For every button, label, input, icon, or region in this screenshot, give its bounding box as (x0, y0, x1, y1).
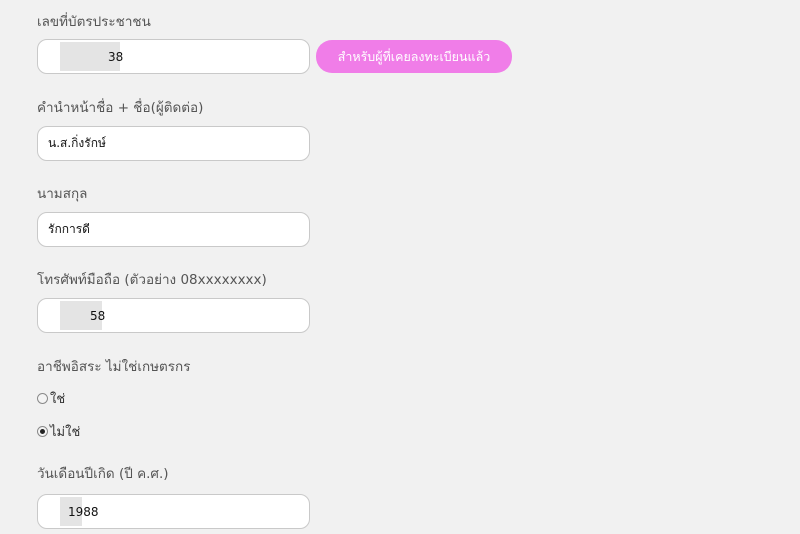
birth-date-label: วันเดือนปีเกิด (ปี ค.ศ.) (37, 466, 169, 482)
occupation-question-label: อาชีพอิสระ ไม่ใช่เกษตรกร (37, 359, 191, 375)
surname-field[interactable] (37, 212, 310, 247)
birth-date-field[interactable] (37, 494, 310, 529)
title-name-field[interactable] (37, 126, 310, 161)
registered-user-button[interactable]: สำหรับผู้ที่เคยลงทะเบียนแล้ว (316, 40, 512, 73)
phone-field[interactable] (37, 298, 310, 333)
birth-date-input[interactable] (38, 495, 293, 528)
radio-unchecked-icon[interactable] (37, 393, 48, 404)
radio-checked-icon[interactable] (37, 426, 48, 437)
id-card-input[interactable] (38, 40, 293, 73)
occupation-option-no[interactable]: ไม่ใช่ (37, 421, 80, 442)
surname-input[interactable] (48, 213, 303, 246)
occupation-option-yes-label: ใช่ (50, 392, 66, 407)
occupation-option-no-label: ไม่ใช่ (50, 425, 81, 440)
id-card-field[interactable] (37, 39, 310, 74)
title-name-label: คำนำหน้าชื่อ + ชื่อ(ผู้ติดต่อ) (37, 100, 204, 116)
id-card-label: เลขที่บัตรประชาชน (37, 14, 151, 30)
surname-label: นามสกุล (37, 186, 88, 202)
title-name-input[interactable] (48, 127, 303, 160)
phone-label: โทรศัพท์มือถือ (ตัวอย่าง 08xxxxxxxx) (37, 272, 267, 288)
occupation-option-yes[interactable]: ใช่ (37, 388, 65, 409)
phone-input[interactable] (38, 299, 293, 332)
